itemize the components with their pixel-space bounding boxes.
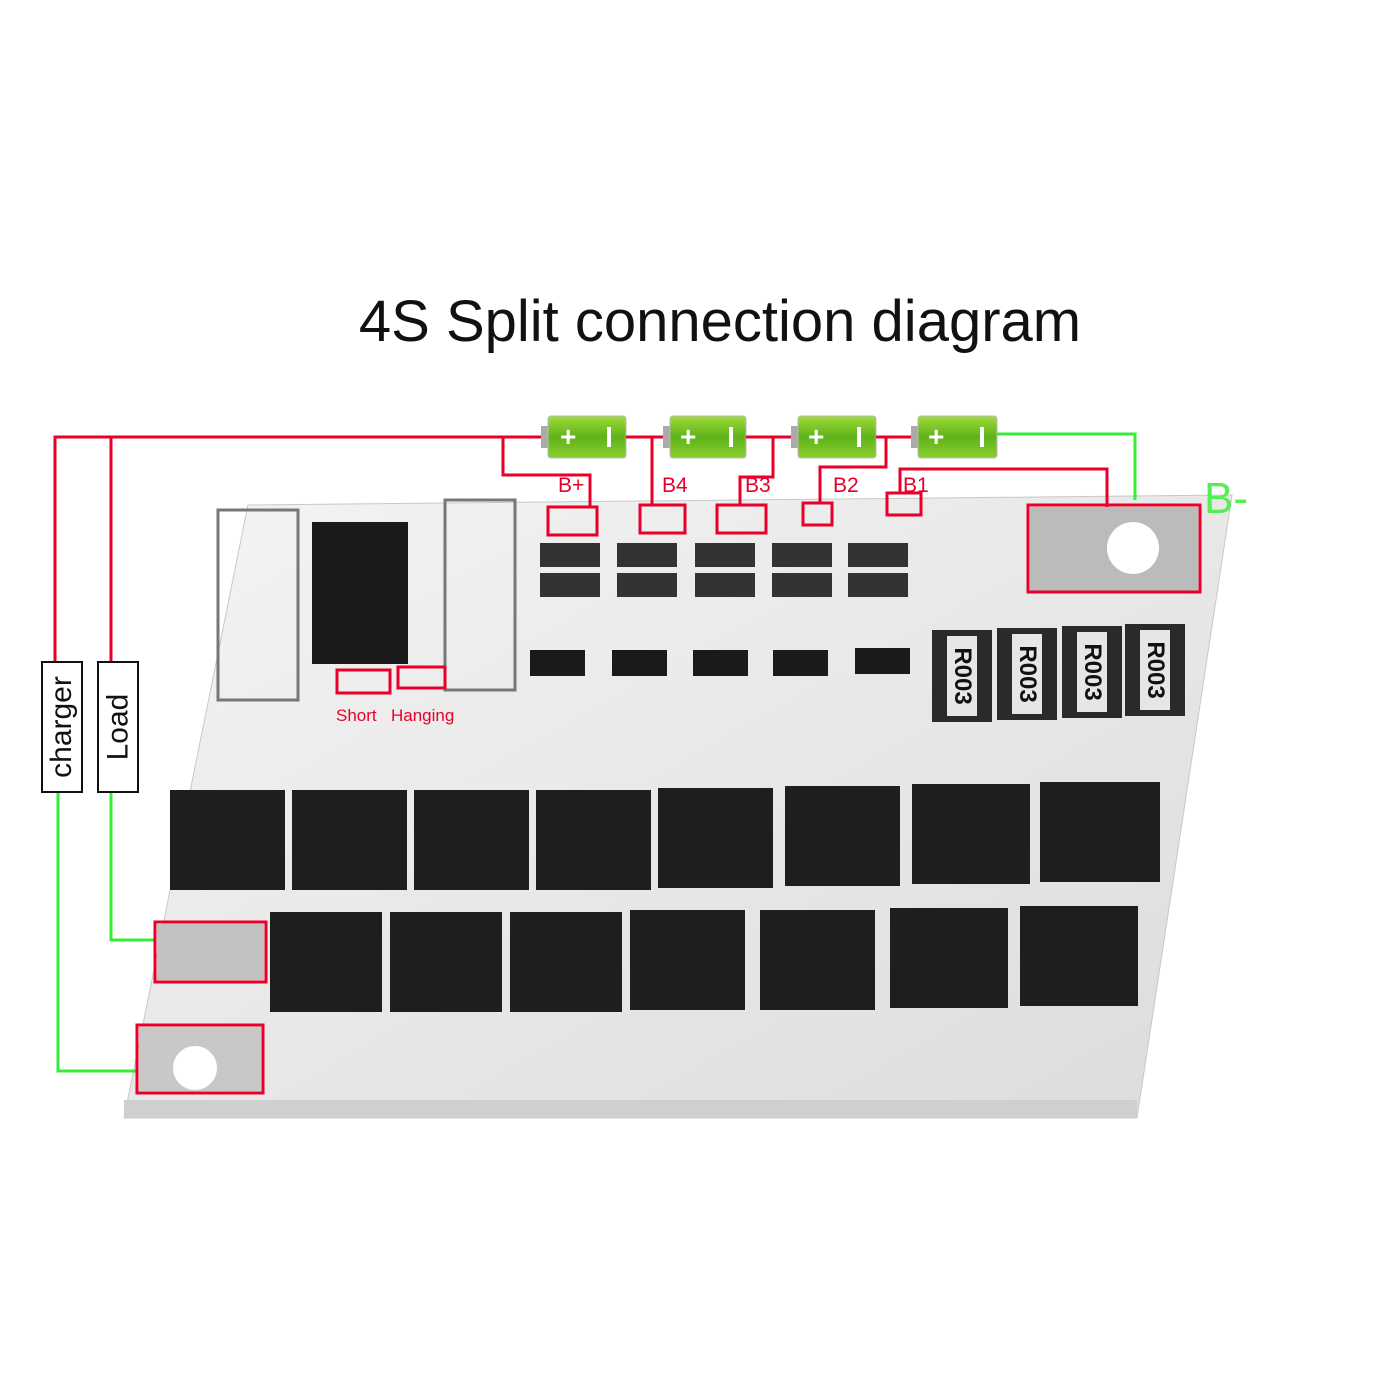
- pad-b-minus: [1026, 503, 1202, 594]
- load-label: Load: [101, 693, 134, 761]
- battery-cell-1: +: [541, 415, 627, 459]
- pad-p-minus: [153, 920, 268, 984]
- page-title: 4S Split connection diagram: [358, 289, 1082, 354]
- resistor-marking: R003: [947, 636, 977, 716]
- label-b-minus: B-: [1204, 474, 1248, 523]
- label-b1: B1: [903, 474, 929, 497]
- svg-text:+: +: [680, 421, 696, 452]
- label-short: Short: [336, 706, 377, 725]
- pad-b2: [801, 501, 834, 527]
- svg-text:+: +: [808, 421, 824, 452]
- pad-b1: [885, 491, 923, 517]
- label-b-plus: B+: [558, 474, 585, 497]
- charger-label: charger: [45, 676, 78, 778]
- battery-cells: + + + +: [541, 415, 998, 459]
- green-wires: [56, 432, 1137, 1073]
- label-b3: B3: [745, 474, 771, 497]
- pad-short: [335, 668, 392, 695]
- battery-cell-4: +: [911, 415, 998, 459]
- terminal-highlights: [135, 491, 1202, 1095]
- charger-box: charger: [41, 661, 83, 793]
- pad-hanging: [396, 665, 447, 690]
- battery-cell-3: +: [791, 415, 877, 459]
- control-ic: [312, 522, 408, 664]
- svg-text:+: +: [928, 421, 944, 452]
- svg-text:+: +: [560, 421, 576, 452]
- load-box: Load: [97, 661, 139, 793]
- pad-b3: [715, 503, 768, 535]
- resistor-marking: R003: [1012, 634, 1042, 714]
- balance-components: [530, 543, 910, 676]
- resistor-marking: R003: [1077, 632, 1107, 712]
- label-b4: B4: [662, 474, 688, 497]
- pad-b4: [638, 503, 687, 535]
- red-wires: [53, 435, 1109, 662]
- pad-b-plus: [546, 505, 599, 537]
- label-hanging: Hanging: [391, 706, 455, 725]
- label-b2: B2: [833, 474, 859, 497]
- battery-cell-2: +: [663, 415, 747, 459]
- mosfets: [170, 782, 1160, 1012]
- resistor-marking: R003: [1140, 630, 1170, 710]
- pad-c-minus: [135, 1023, 265, 1095]
